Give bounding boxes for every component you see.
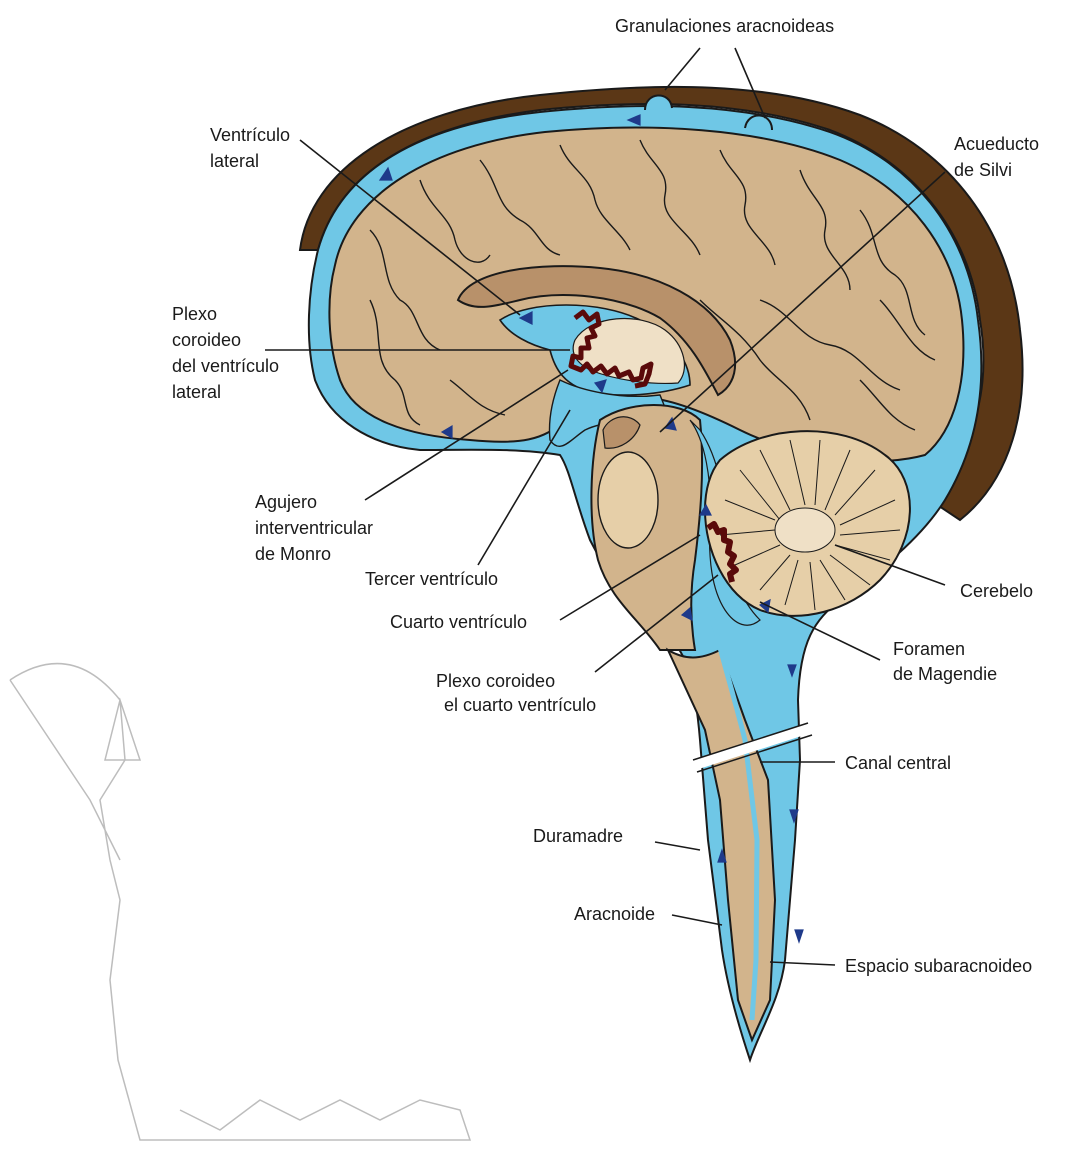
arachnoid-granulation-2 <box>744 114 773 131</box>
cerebellum <box>703 430 911 617</box>
label-aracnoide: Aracnoide <box>574 904 655 924</box>
choroid-plexus-fourth <box>706 521 739 583</box>
label-plexo-coroideo-lateral: Plexo coroideo del ventrículo lateral <box>172 304 284 402</box>
cerebral-gyri <box>369 139 936 431</box>
labels: Granulaciones aracnoideas Ventrículo lat… <box>172 16 1044 976</box>
label-cuarto-ventriculo: Cuarto ventrículo <box>390 612 527 632</box>
choroid-plexus-lateral <box>568 309 654 389</box>
midbrain-tectum <box>602 416 641 449</box>
label-tercer-ventriculo: Tercer ventrículo <box>365 569 498 589</box>
label-duramadre: Duramadre <box>533 826 623 846</box>
spinal-cord-break <box>692 722 813 773</box>
label-acueducto-de-silvi: Acueducto de Silvi <box>954 134 1044 180</box>
corpus-callosum <box>456 265 737 397</box>
label-cerebelo: Cerebelo <box>960 581 1033 601</box>
label-granulaciones-aracnoideas: Granulaciones aracnoideas <box>615 16 834 36</box>
label-agujero-interventricular: Agujero interventricular de Monro <box>255 492 378 564</box>
pons <box>597 451 659 549</box>
label-ventriculo-lateral: Ventrículo lateral <box>210 125 295 171</box>
csf-flow-arrows <box>378 114 804 944</box>
background-sketch-outline <box>9 663 472 1141</box>
label-foramen-de-magendie: Foramen de Magendie <box>893 639 997 684</box>
label-plexo-coroideo-cuarto: Plexo coroideo el cuarto ventrículo <box>436 671 596 715</box>
central-canal <box>697 559 760 1021</box>
leader-lines <box>265 47 946 966</box>
label-espacio-subaracnoideo: Espacio subaracnoideo <box>845 956 1032 976</box>
label-canal-central: Canal central <box>845 753 951 773</box>
arachnoid-granulation-1 <box>644 94 673 111</box>
